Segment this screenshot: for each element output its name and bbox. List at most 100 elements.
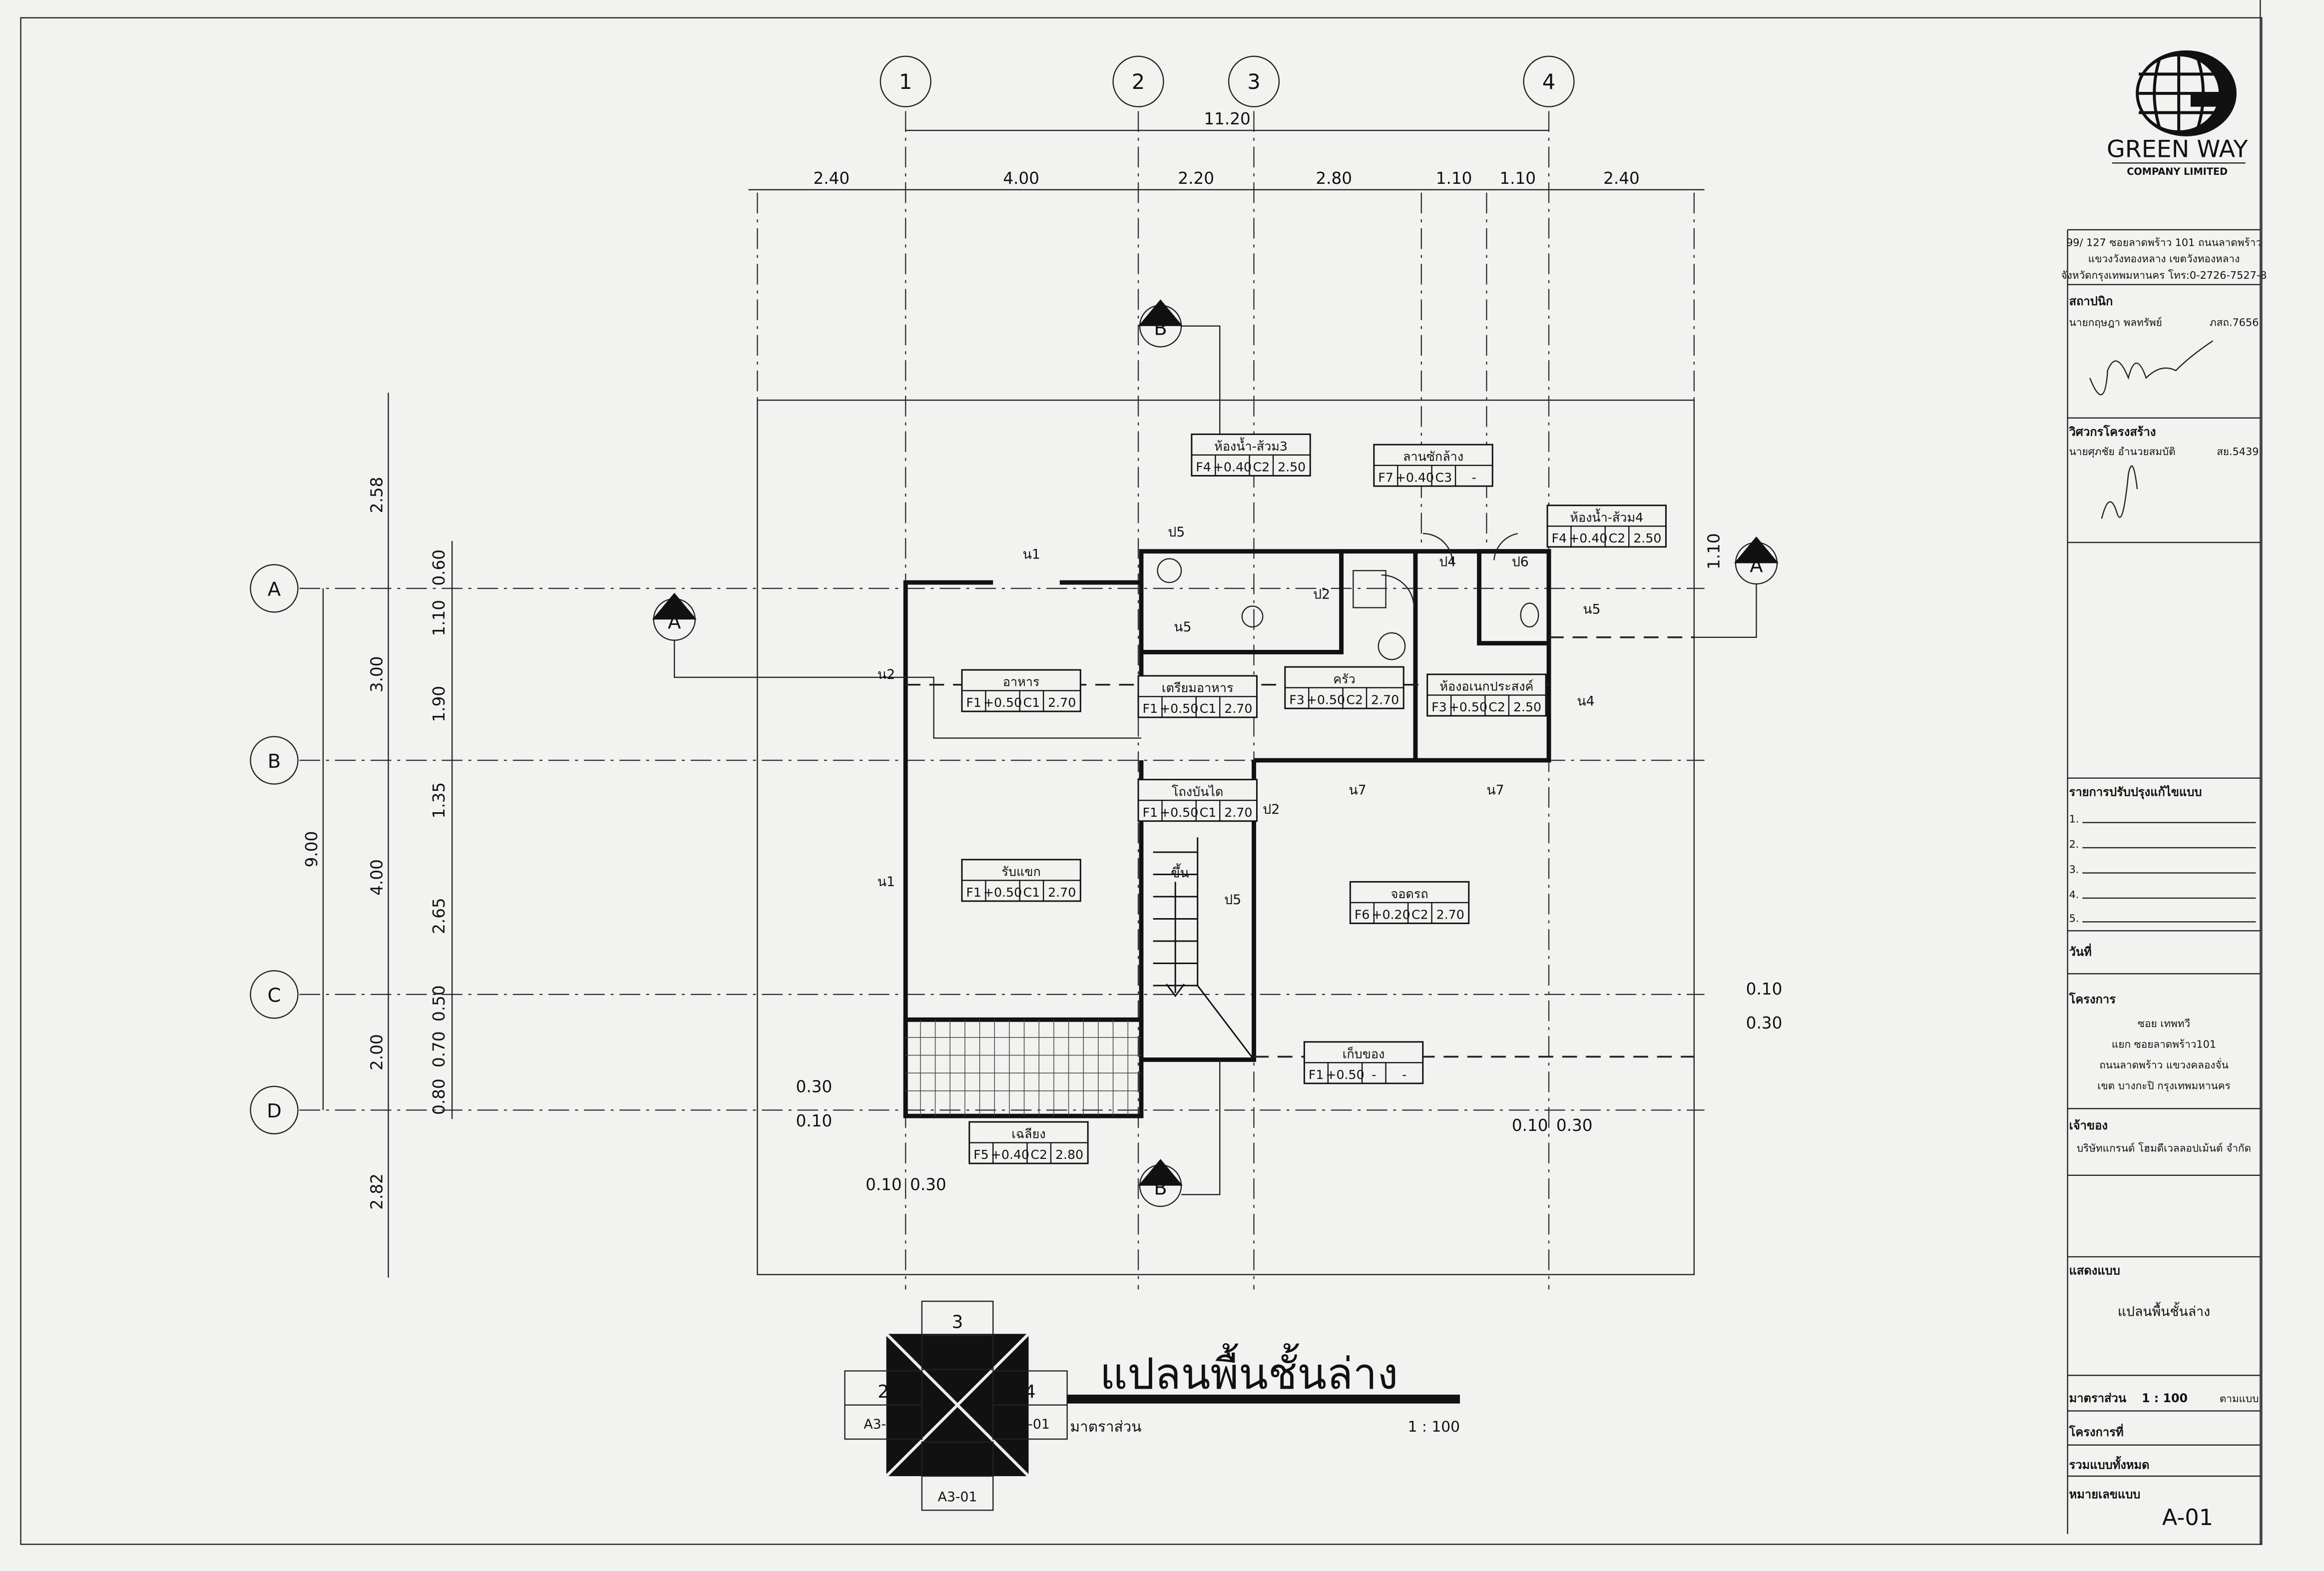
opening-tag: น1 bbox=[878, 874, 895, 890]
dim-right-small: 0.10 bbox=[1746, 980, 1783, 999]
owner-heading: เจ้าของ bbox=[2069, 1118, 2108, 1132]
revisions-heading: รายการปรับปรุงแก้ไขแบบ bbox=[2069, 784, 2202, 799]
key-view-2: 2 bbox=[878, 1382, 889, 1402]
top-dimensions: 11.20 2.40 4.00 2.20 2.80 1.10 1.10 2.40 bbox=[748, 109, 1705, 190]
room-height: 2.50 bbox=[1633, 531, 1661, 545]
room-level: +0.50 bbox=[1160, 701, 1198, 716]
room-height: 2.70 bbox=[1048, 885, 1076, 900]
opening-tag: ขึ้น bbox=[1171, 863, 1189, 881]
room-height: - bbox=[1472, 470, 1476, 485]
key-plan: 3 A3-01 2 A3-01 4 A3-01 1 A3-01 bbox=[844, 1300, 1068, 1511]
dim-left-small: 0.30 bbox=[796, 1077, 833, 1096]
section-marker-b-bottom: B bbox=[1138, 1059, 1221, 1207]
revision-item: 1. bbox=[2069, 813, 2079, 825]
building-walls bbox=[903, 549, 1551, 1118]
room-height: 2.70 bbox=[1436, 908, 1464, 922]
room-ceiling-code: C1 bbox=[1023, 885, 1040, 900]
room-name: เฉลียง bbox=[1011, 1127, 1045, 1141]
plan-scale-value: 1 : 100 bbox=[1408, 1418, 1460, 1435]
section-label: B bbox=[1154, 318, 1167, 340]
dim-right-upper: 1.10 bbox=[1704, 533, 1723, 569]
room-name: รับแขก bbox=[1001, 864, 1040, 879]
section-label: A bbox=[668, 611, 681, 633]
total-sheets-label: รวมแบบทั้งหมด bbox=[2069, 1456, 2150, 1472]
room-name: จอดรถ bbox=[1391, 887, 1428, 901]
room-name: ห้องอเนกประสงค์ bbox=[1439, 679, 1533, 694]
key-view-4: 4 bbox=[1024, 1382, 1036, 1402]
architect-name: นายกฤษฎา พลทรัพย์ bbox=[2069, 317, 2162, 329]
room-ceiling-code: C2 bbox=[1411, 908, 1428, 922]
dim-bottom-right: 0.10 bbox=[1512, 1116, 1548, 1135]
plan-title: แปลนพื้นชั้นล่าง bbox=[1100, 1343, 1398, 1399]
address-line: แขวงวังทองหลาง เขตวังทองหลาง bbox=[2088, 253, 2240, 265]
section-marker-a-left: A bbox=[652, 592, 1141, 739]
room-floor-code: F5 bbox=[973, 1147, 989, 1162]
lot-boundary bbox=[757, 399, 1695, 1275]
opening-tag: ป2 bbox=[1263, 802, 1280, 817]
engineer-heading: วิศวกรโครงสร้าง bbox=[2069, 424, 2156, 439]
sheet-number: A-01 bbox=[2162, 1505, 2213, 1531]
revision-item: 5. bbox=[2069, 912, 2079, 924]
project-line: ซอย เทพทวี bbox=[2138, 1018, 2190, 1030]
room-floor-code: F1 bbox=[1309, 1067, 1324, 1082]
dim-left: 4.00 bbox=[368, 859, 387, 896]
room-height: 2.70 bbox=[1048, 695, 1076, 710]
opening-tag: ป4 bbox=[1439, 554, 1456, 569]
title-block: 99/ 127 ซอยลาดพร้าว 101 ถนนลาดพร้าว แขวง… bbox=[2061, 0, 2267, 1545]
room-floor-code: F1 bbox=[1142, 701, 1158, 716]
section-label: A bbox=[1750, 554, 1763, 577]
scale-value: 1 : 100 bbox=[2142, 1391, 2188, 1405]
room-level: +0.40 bbox=[991, 1147, 1029, 1162]
dim-left-small: 0.10 bbox=[796, 1111, 833, 1130]
sheet-number-label: หมายเลขแบบ bbox=[2069, 1488, 2141, 1502]
architect-signature bbox=[2089, 340, 2214, 396]
dim-left: 3.00 bbox=[368, 656, 387, 693]
key-view-ref: A3-01 bbox=[1010, 1417, 1050, 1432]
opening-tag: ป6 bbox=[1512, 554, 1529, 569]
dim-left-inner: 0.70 bbox=[430, 1031, 449, 1067]
revision-item: 3. bbox=[2069, 864, 2079, 876]
dim-left-inner: 1.90 bbox=[430, 686, 449, 722]
room-height: 2.70 bbox=[1224, 701, 1252, 716]
key-view-ref: A3-01 bbox=[938, 1490, 977, 1505]
opening-tag: ป2 bbox=[1313, 587, 1330, 602]
room-level: +0.50 bbox=[1326, 1067, 1364, 1082]
dim-top: 4.00 bbox=[1003, 169, 1039, 188]
dim-left: 2.00 bbox=[368, 1034, 387, 1070]
room-height: 2.80 bbox=[1055, 1147, 1083, 1162]
room-floor-code: F1 bbox=[966, 885, 981, 900]
room-name: อาหาร bbox=[1003, 675, 1040, 689]
opening-tag: น5 bbox=[1174, 619, 1191, 635]
room-level: +0.50 bbox=[1307, 692, 1345, 707]
grid-col-1: 1 bbox=[899, 69, 912, 94]
room-ceiling-code: C1 bbox=[1200, 701, 1217, 716]
room-ceiling-code: C1 bbox=[1200, 805, 1217, 820]
scale-note: ตามแบบ bbox=[2220, 1393, 2259, 1405]
room-floor-code: F1 bbox=[1142, 805, 1158, 820]
opening-tag: น4 bbox=[1577, 693, 1594, 709]
plan-title-underline bbox=[1067, 1394, 1460, 1404]
engineer-license: สย.5439 bbox=[2217, 446, 2259, 458]
dim-top: 1.10 bbox=[1499, 169, 1536, 188]
room-floor-code: F4 bbox=[1196, 460, 1211, 475]
project-number-label: โครงการที่ bbox=[2069, 1424, 2124, 1439]
room-name: ลานซักล้าง bbox=[1403, 450, 1463, 464]
room-ceiling-code: C1 bbox=[1023, 695, 1040, 710]
room-name: ครัว bbox=[1333, 672, 1356, 686]
grid-col-2: 2 bbox=[1132, 69, 1145, 94]
project-line: แยก ซอยลาดพร้าว101 bbox=[2112, 1039, 2216, 1050]
dim-bottom-left: 0.30 bbox=[910, 1175, 946, 1194]
room-level: +0.50 bbox=[983, 695, 1022, 710]
project-heading: โครงการ bbox=[2069, 992, 2116, 1007]
drawing-name: แปลนพื้นชั้นล่าง bbox=[2118, 1302, 2210, 1320]
room-name: โถงบันได bbox=[1172, 784, 1223, 799]
owner-name: บริษัทแกรนด์ โฮมดีเวลลอปเม้นต์ จำกัด bbox=[2077, 1142, 2251, 1154]
room-name: ห้องน้ำ-ส้วม4 bbox=[1570, 508, 1643, 524]
dim-left-inner: 0.50 bbox=[430, 985, 449, 1022]
room-name: เตรียมอาหาร bbox=[1162, 681, 1234, 695]
